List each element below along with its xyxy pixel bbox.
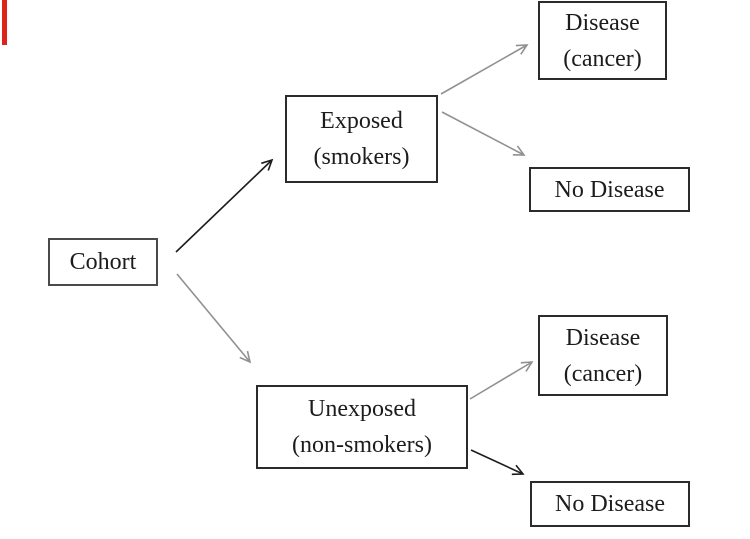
node-cohort: Cohort (48, 238, 158, 286)
node-unexposed-line2: (non-smokers) (292, 432, 432, 458)
node-nodisease-exposed: No Disease (529, 167, 690, 212)
arrow-unexposed-to-disease (469, 361, 534, 400)
node-disease-unexposed: Disease (cancer) (538, 315, 668, 396)
arrow-exposed-to-nodisease (441, 111, 526, 156)
arrow-cohort-to-unexposed (176, 273, 252, 364)
arrow-cohort-to-exposed (175, 158, 274, 253)
node-exposed-line2: (smokers) (313, 144, 410, 170)
node-disease-exposed: Disease (cancer) (538, 1, 667, 80)
red-accent-bar (2, 0, 7, 45)
node-exposed: Exposed (smokers) (285, 95, 438, 183)
node-exposed-line1: Exposed (320, 108, 403, 134)
node-disease-unexposed-line2: (cancer) (563, 360, 643, 387)
node-nodisease-unexposed: No Disease (530, 481, 690, 527)
node-disease-exposed-line2: (cancer) (563, 45, 642, 72)
arrow-unexposed-to-nodisease (470, 449, 525, 476)
node-unexposed-line1: Unexposed (308, 396, 416, 422)
arrow-exposed-to-disease (440, 44, 529, 95)
node-nodisease-unexposed-label: No Disease (555, 491, 665, 517)
node-disease-unexposed-line1: Disease (565, 324, 641, 351)
node-disease-exposed-line1: Disease (565, 9, 640, 36)
node-unexposed: Unexposed (non-smokers) (256, 385, 468, 469)
node-cohort-label: Cohort (69, 249, 137, 275)
node-nodisease-exposed-label: No Disease (554, 176, 665, 203)
